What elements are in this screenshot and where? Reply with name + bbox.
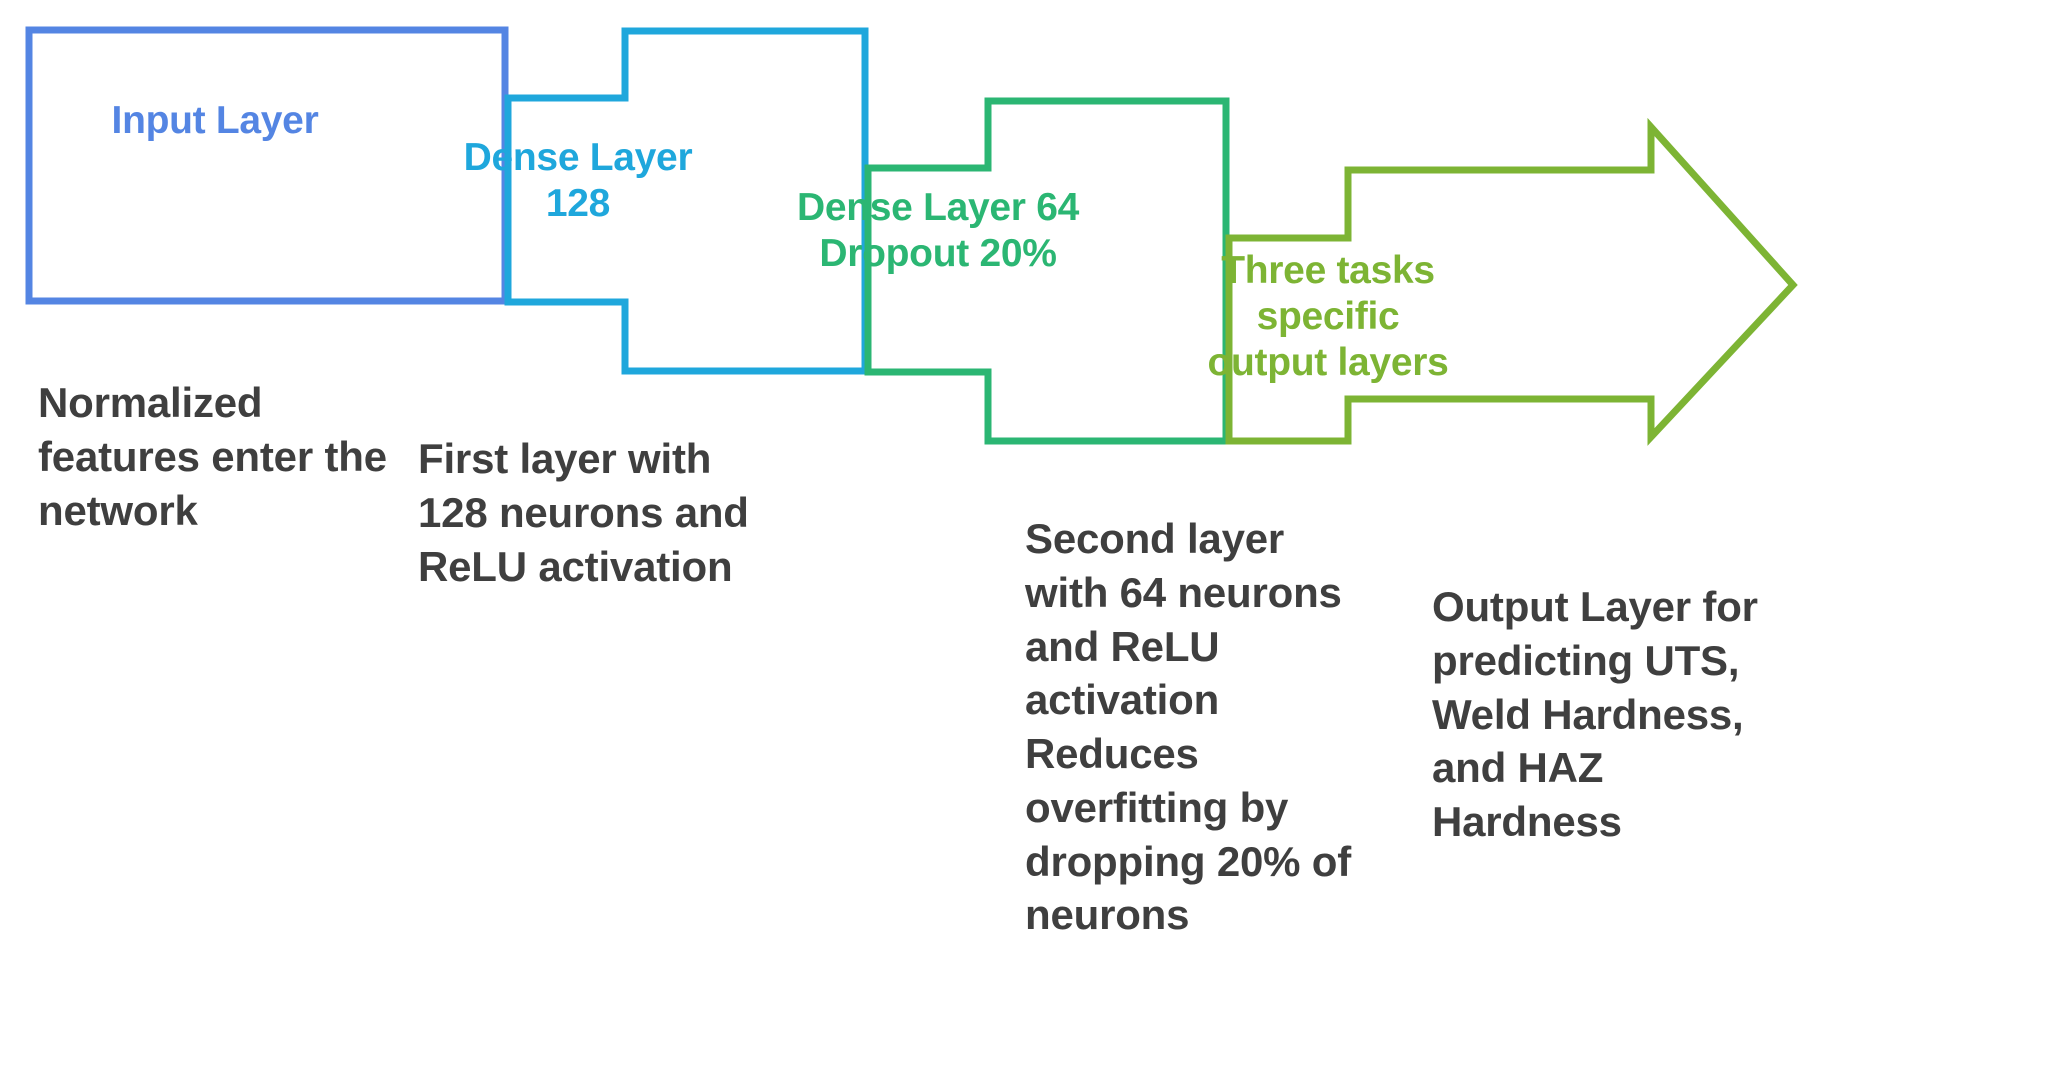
stage-title-input-layer: Input Layer xyxy=(111,99,319,142)
stage-caption-output-layers: Output Layer for predicting UTS, Weld Ha… xyxy=(1432,583,1758,845)
stage-caption-dense-layer-64-dropout: Second layer with 64 neurons and ReLU ac… xyxy=(1025,515,1351,939)
stage-title-dense-layer-128: Dense Layer 128 xyxy=(463,136,693,226)
stage-caption-dense-layer-128: First layer with 128 neurons and ReLU ac… xyxy=(418,435,749,590)
stage-caption-input-layer: Normalized features enter the network xyxy=(38,379,387,534)
stage-title-dense-layer-64-dropout: Dense Layer 64 Dropout 20% xyxy=(797,186,1079,276)
stage-title-output-layers: Three tasks specific output layers xyxy=(1207,249,1449,385)
shape-output-layers xyxy=(1225,117,1798,446)
